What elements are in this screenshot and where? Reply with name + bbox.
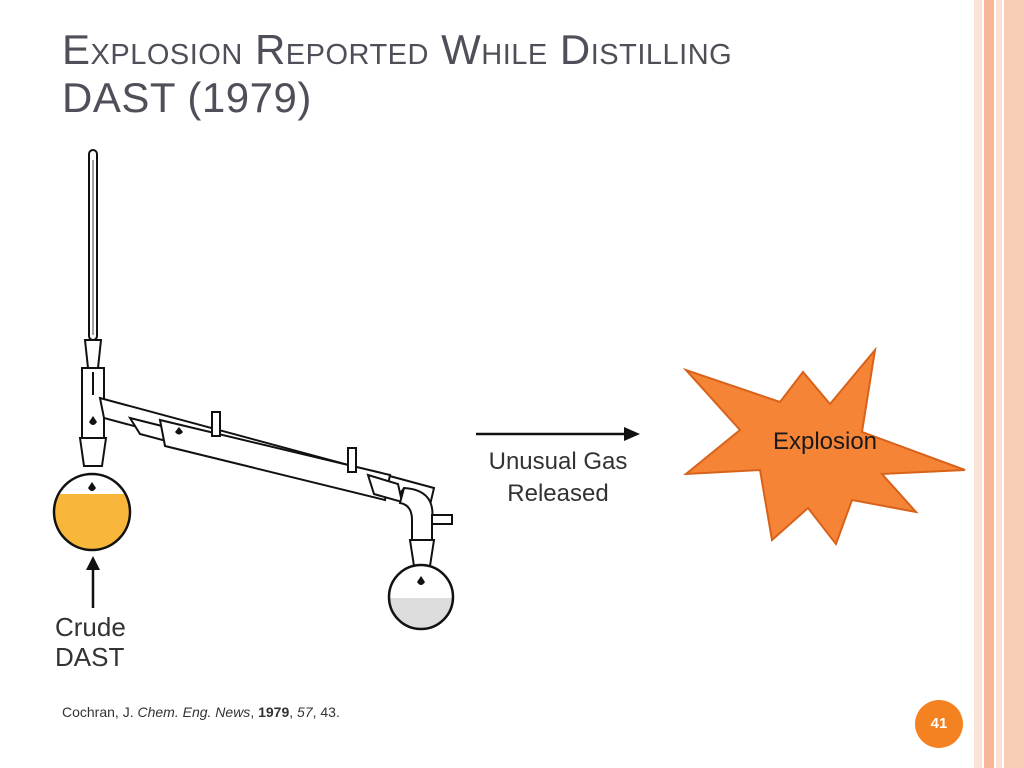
page-number-badge: 41 — [915, 700, 963, 748]
citation-journal: Chem. Eng. News — [137, 704, 251, 720]
citation-separator: , — [289, 704, 298, 720]
citation: Cochran, J. Chem. Eng. News, 1979, 57, 4… — [62, 704, 340, 720]
crude-arrow — [86, 556, 100, 608]
distillation-head — [78, 367, 108, 467]
citation-volume: 57 — [297, 704, 313, 720]
gas-label-line2: Released — [507, 480, 609, 507]
explosion-starburst — [682, 346, 966, 547]
title-line-2: DAST (1979) — [62, 74, 312, 121]
border-stripe — [996, 0, 1002, 768]
crude-dast-label: Crude DAST — [55, 612, 126, 672]
distilling-flask — [52, 472, 132, 552]
border-stripe — [974, 0, 982, 768]
gas-arrow — [476, 427, 640, 441]
title-line-1: Explosion Reported While Distilling — [62, 26, 733, 73]
citation-separator: , — [250, 704, 259, 720]
crude-label-line1: Crude — [55, 612, 126, 642]
border-stripe — [1004, 0, 1024, 768]
border-stripe — [984, 0, 994, 768]
gas-released-label: Unusual Gas Released — [468, 446, 648, 510]
vacuum-adapter — [398, 486, 453, 567]
receiving-flask — [387, 563, 455, 631]
distillation-apparatus-diagram — [52, 149, 966, 631]
slide-title: Explosion Reported While Distilling DAST… — [62, 26, 942, 122]
crude-label-line2: DAST — [55, 642, 125, 672]
right-border — [974, 0, 1024, 768]
thermometer — [83, 149, 103, 369]
citation-author: Cochran, J. — [62, 704, 138, 720]
citation-year: 1979 — [258, 704, 290, 720]
gas-label-line1: Unusual Gas — [488, 448, 628, 475]
explosion-label: Explosion — [772, 428, 878, 455]
citation-pages: , 43. — [312, 704, 340, 720]
condenser — [98, 396, 436, 507]
